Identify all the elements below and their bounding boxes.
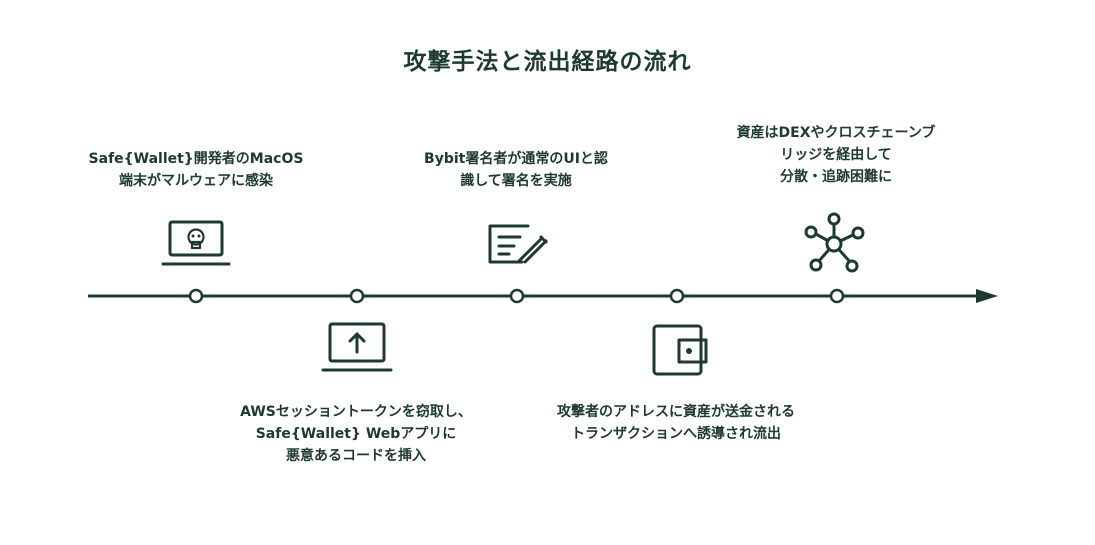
timeline-node-3 bbox=[509, 288, 525, 304]
step-2-label: AWSセッショントークンを窃取し、 Safe{Wallet} Webアプリに 悪… bbox=[240, 404, 472, 464]
diagram-title: 攻撃手法と流出経路の流れ bbox=[403, 49, 692, 75]
timeline-node-5 bbox=[829, 288, 845, 304]
step-5-label: 資産はDEXやクロスチェーンブ リッジを経由して 分散・追跡困難に bbox=[736, 125, 936, 185]
timeline-node-4 bbox=[669, 288, 685, 304]
step-4-label: 攻撃者のアドレスに資産が送金される トランザクションへ誘導され流出 bbox=[557, 404, 795, 442]
wallet-icon bbox=[652, 324, 708, 376]
upload-laptop-icon bbox=[321, 322, 393, 372]
timeline-node-1 bbox=[188, 288, 204, 304]
timeline-node-2 bbox=[349, 288, 365, 304]
sign-document-icon bbox=[488, 224, 548, 264]
timeline-axis bbox=[88, 289, 998, 303]
network-hub-icon bbox=[804, 212, 865, 273]
infected-laptop-icon bbox=[161, 220, 231, 266]
timeline-nodes bbox=[188, 288, 845, 304]
step-3-label: Bybit署名者が通常のUIと認 識して署名を実施 bbox=[424, 151, 608, 189]
timeline-arrowhead bbox=[976, 289, 998, 303]
step-1-label: Safe{Wallet}開発者のMacOS 端末がマルウェアに感染 bbox=[88, 151, 304, 189]
